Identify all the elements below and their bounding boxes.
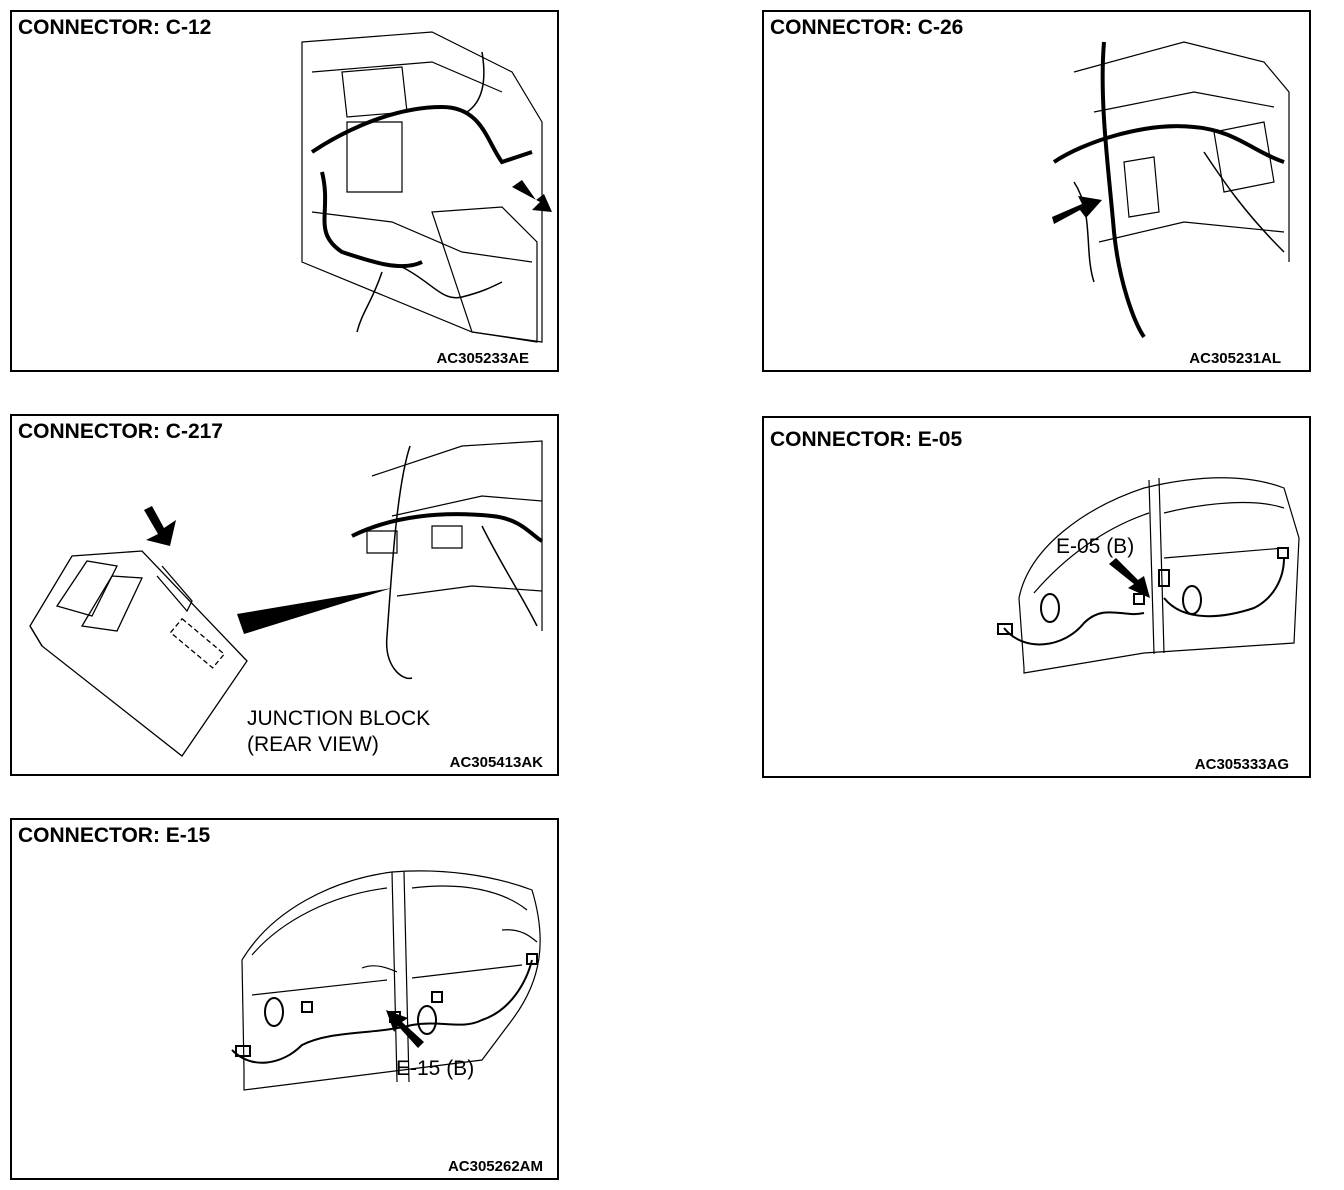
panel-title: CONNECTOR: C-12	[18, 16, 212, 39]
e-15-b-callout: E-15 (B)	[396, 1057, 475, 1080]
junction-block-label: JUNCTION BLOCK	[247, 707, 431, 730]
figure-code: AC305333AG	[1194, 756, 1289, 773]
figure-code: AC305231AL	[1189, 350, 1281, 367]
panel-title: CONNECTOR: C-26	[770, 16, 964, 39]
figure-code: AC305413AK	[449, 754, 543, 771]
panel-title: CONNECTOR: E-15	[18, 824, 211, 847]
panel-title: CONNECTOR: E-05	[770, 428, 963, 451]
panel-connector-e-05: CONNECTOR: E-05 E-05 (B) AC305333AG	[762, 416, 1311, 778]
panel-connector-c-217: CONNECTOR: C-217 JUNCTION BLO	[10, 414, 559, 776]
rear-view-label: (REAR VIEW)	[247, 733, 379, 756]
figure-code: AC305262AM	[447, 1158, 543, 1175]
front-door-harness-illustration	[764, 418, 1309, 776]
panel-connector-c-26: CONNECTOR: C-26 AC305231AL	[762, 10, 1311, 372]
rear-door-harness-illustration	[12, 820, 557, 1178]
panel-connector-e-15: CONNECTOR: E-15 E-15 (B) AC305262AM	[10, 818, 559, 1180]
figure-code: AC305233AE	[436, 350, 529, 367]
panel-connector-c-12: CONNECTOR: C-12 AC305233AE	[10, 10, 559, 372]
dashboard-harness-illustration	[1052, 12, 1309, 370]
panel-title: CONNECTOR: C-217	[18, 420, 223, 443]
junction-block-illustration	[12, 416, 557, 774]
e-05-b-callout: E-05 (B)	[1056, 535, 1135, 558]
dashboard-harness-illustration	[12, 12, 552, 370]
